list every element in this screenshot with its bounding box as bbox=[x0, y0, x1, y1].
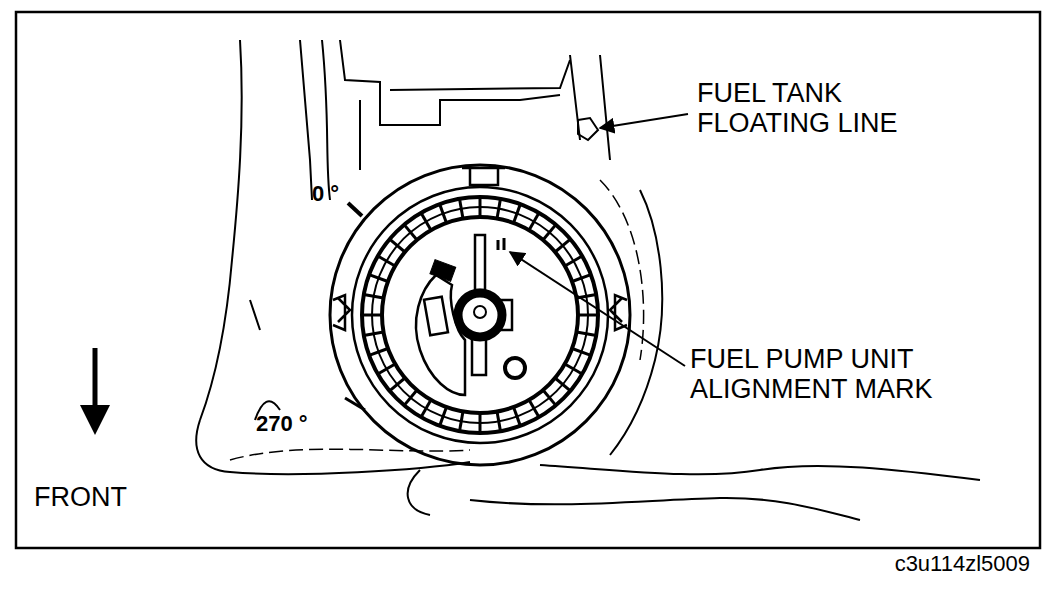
flange-rib bbox=[390, 239, 405, 252]
front-arrow-head bbox=[80, 405, 110, 435]
flange-rib bbox=[378, 364, 395, 374]
part-label: FUEL TANK FLOATING LINE bbox=[697, 78, 947, 138]
flange-rib bbox=[572, 275, 591, 282]
angle-label: 0 ° bbox=[312, 182, 372, 207]
flange-rib bbox=[421, 400, 431, 417]
flange-rib bbox=[404, 390, 417, 405]
tank-outline bbox=[196, 40, 980, 520]
flange-rib bbox=[378, 256, 395, 266]
flange-ribs bbox=[362, 197, 598, 433]
flange-rib bbox=[529, 213, 539, 230]
fuel-pump-unit bbox=[330, 165, 630, 465]
flange-rib bbox=[497, 412, 500, 432]
flange-rib bbox=[479, 197, 482, 217]
flange-rib bbox=[555, 378, 570, 391]
flange-rib bbox=[404, 225, 417, 240]
tank-hidden-line bbox=[230, 180, 644, 460]
flange-rib bbox=[364, 295, 384, 298]
flange-rib bbox=[390, 378, 405, 391]
flange-rib bbox=[421, 213, 431, 230]
flange-rib bbox=[565, 256, 582, 266]
flange-rib bbox=[543, 225, 556, 240]
flange-rib bbox=[362, 314, 382, 317]
flange-rib bbox=[479, 413, 482, 433]
front-arrow bbox=[93, 348, 98, 412]
part-label: FUEL PUMP UNIT ALIGNMENT MARK bbox=[690, 344, 1020, 404]
flange-rib bbox=[572, 349, 591, 356]
flange-rib bbox=[529, 400, 539, 417]
flange-rib bbox=[497, 199, 500, 219]
flange-rib bbox=[440, 407, 447, 426]
flange-rib bbox=[440, 204, 447, 223]
flange-rib bbox=[543, 390, 556, 405]
flange-rib bbox=[555, 239, 570, 252]
flange-rib bbox=[460, 412, 463, 432]
angle-label: 270 ° bbox=[256, 412, 336, 437]
flange-rib bbox=[577, 332, 597, 335]
direction-label: FRONT bbox=[34, 482, 174, 512]
figure-code: c3u114zl5009 bbox=[740, 552, 1030, 577]
flange-rib bbox=[369, 275, 388, 282]
leader-line bbox=[510, 252, 685, 366]
flange-rib bbox=[514, 407, 521, 426]
flange-rib bbox=[369, 349, 388, 356]
flange-rib bbox=[514, 204, 521, 223]
leader-line bbox=[600, 114, 688, 128]
flange-rib bbox=[578, 314, 598, 317]
flange-rib bbox=[460, 199, 463, 219]
flange-rib bbox=[565, 364, 582, 374]
flange-rib bbox=[364, 332, 384, 335]
frame bbox=[16, 12, 1040, 548]
floating-line-mark bbox=[578, 118, 598, 140]
